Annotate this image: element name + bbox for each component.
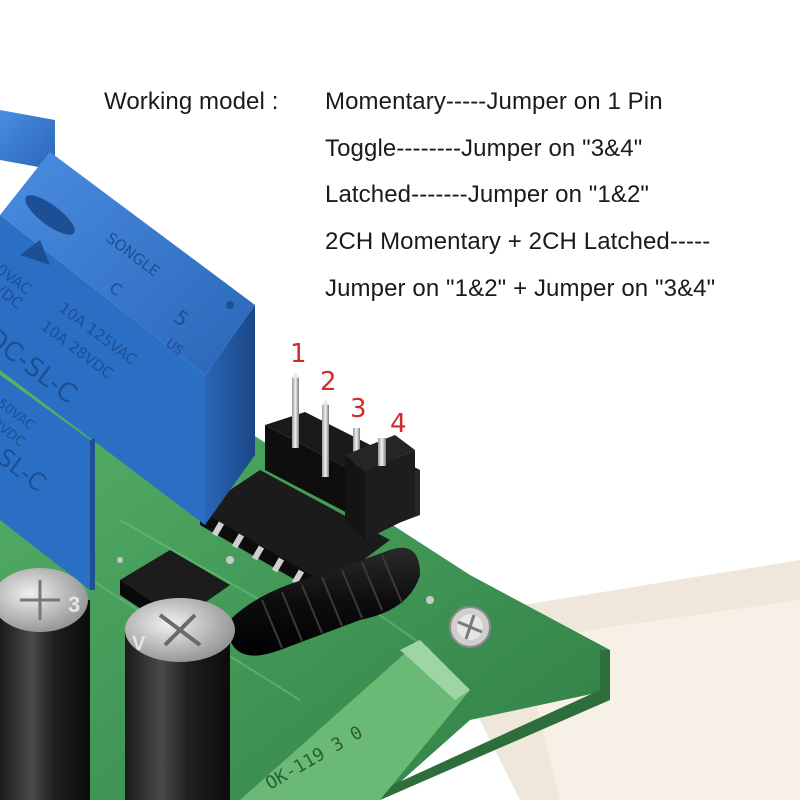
caption-line-4: 2CH Momentary + 2CH Latched-----: [325, 228, 711, 255]
warning-icon: [20, 240, 50, 265]
header-pin-4: [378, 438, 386, 466]
jumper-cap: [345, 435, 415, 540]
pin-label-1: 1: [290, 339, 307, 369]
solder-pad: [426, 596, 434, 604]
screw: [449, 606, 491, 648]
relay-back: [0, 110, 55, 170]
header-pin-1: [292, 372, 299, 448]
caption-line-2: Toggle--------Jumper on "3&4": [325, 135, 643, 162]
pin-label-2: 2: [320, 367, 337, 397]
capacitor-right: V: [125, 598, 235, 800]
pin-label-3: 3: [350, 394, 367, 424]
solder-pad: [226, 556, 234, 564]
pin-label-4: 4: [390, 409, 407, 439]
caption-line-1: Momentary-----Jumper on 1 Pin: [325, 88, 663, 115]
capacitor-left-mark: 3: [68, 592, 80, 617]
relay-main: SONGLE C 5 US 10A 125VAC 10A 28VDC 250VA…: [0, 152, 255, 525]
relay-logo: [20, 195, 75, 265]
relay-lower: 250VAC 28VDC C-SL-C: [0, 375, 95, 590]
antenna-coil: [230, 547, 420, 656]
solder-pad: [117, 557, 123, 563]
capacitor-left: 3: [0, 568, 90, 800]
capacitor-right-mark: V: [132, 633, 146, 655]
relay-dot: [226, 301, 234, 309]
caption-line-3: Latched-------Jumper on "1&2": [325, 181, 650, 208]
caption-line-5: Jumper on "1&2" + Jumper on "3&4": [325, 275, 716, 302]
caption-prefix: Working model :: [104, 88, 279, 115]
header-pin-2: [322, 399, 329, 477]
